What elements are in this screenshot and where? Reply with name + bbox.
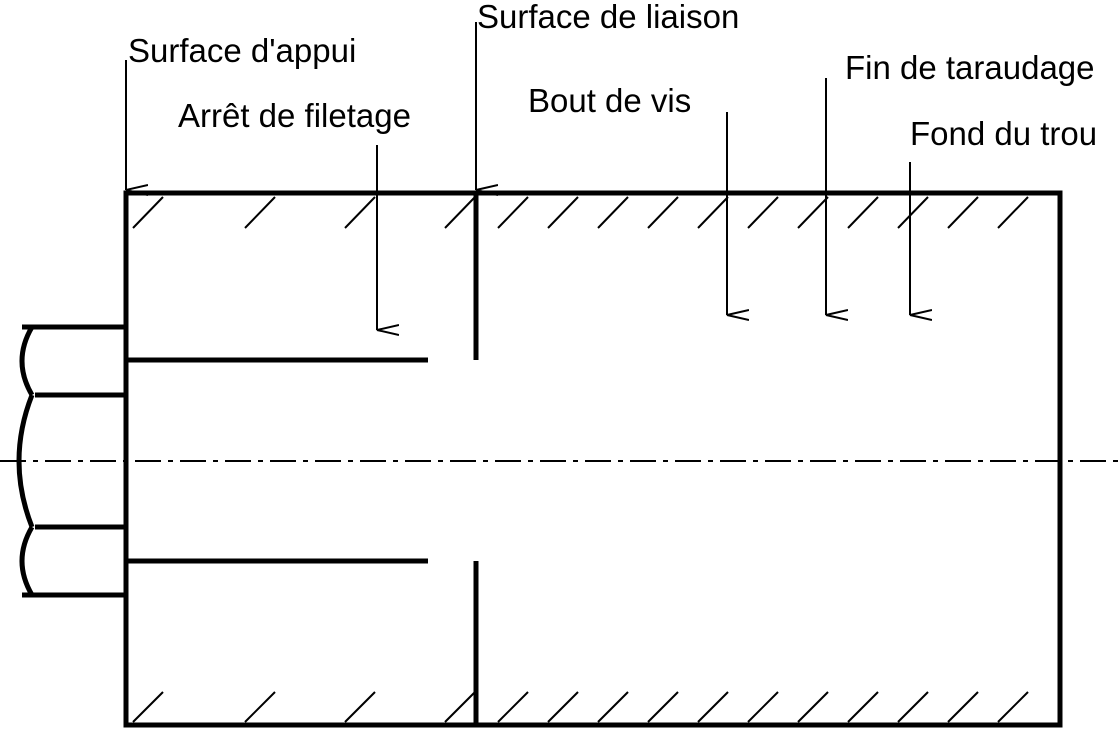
hatch-top-stroke [697, 196, 729, 229]
hatch-bottom-stroke [444, 691, 476, 723]
label-fond-trou: Fond du trou [910, 117, 1098, 150]
hatch-top-stroke [132, 196, 164, 229]
hatch-bottom-stroke [647, 691, 679, 723]
hatching-top [132, 196, 1029, 229]
bolt-head [16, 324, 129, 598]
hatch-bottom-stroke [344, 691, 376, 723]
hatching-bottom [132, 691, 1029, 723]
hatch-bottom-stroke [997, 691, 1029, 723]
hatch-bottom-stroke [897, 691, 929, 723]
hatch-bottom-stroke [697, 691, 729, 723]
label-fin-taraudage: Fin de taraudage [845, 49, 1095, 86]
hatch-top-stroke [897, 196, 929, 229]
hatch-top-stroke [597, 196, 629, 229]
hatch-bottom-stroke [547, 691, 579, 723]
hatch-bottom-stroke [847, 691, 879, 723]
hatch-bottom-stroke [747, 691, 779, 723]
hatch-bottom-stroke [132, 691, 164, 723]
hatch-top-stroke [444, 196, 476, 229]
hatch-bottom-stroke [497, 691, 529, 723]
hatch-bottom-stroke [244, 691, 276, 723]
hatch-top-stroke [344, 196, 376, 229]
hatch-top-stroke [497, 196, 529, 229]
label-bout-vis: Bout de vis [528, 82, 692, 119]
label-arret-filetage: Arrêt de filetage [178, 97, 411, 134]
hatch-bottom-stroke [947, 691, 979, 723]
hatch-top-stroke [847, 196, 879, 229]
hatch-top-stroke [947, 196, 979, 229]
hatch-bottom-stroke [597, 691, 629, 723]
hatch-top-stroke [647, 196, 679, 229]
label-surface-appui: Surface d'appui [128, 32, 357, 69]
label-surface-liaison: Surface de liaison [477, 0, 740, 35]
hatch-top-stroke [244, 196, 276, 229]
hatch-top-stroke [797, 196, 829, 229]
hatch-top-stroke [547, 196, 579, 229]
hatch-top-stroke [997, 196, 1029, 229]
hatch-bottom-stroke [797, 691, 829, 723]
part-body-outline [123, 190, 1063, 728]
hatch-top-stroke [747, 196, 779, 229]
